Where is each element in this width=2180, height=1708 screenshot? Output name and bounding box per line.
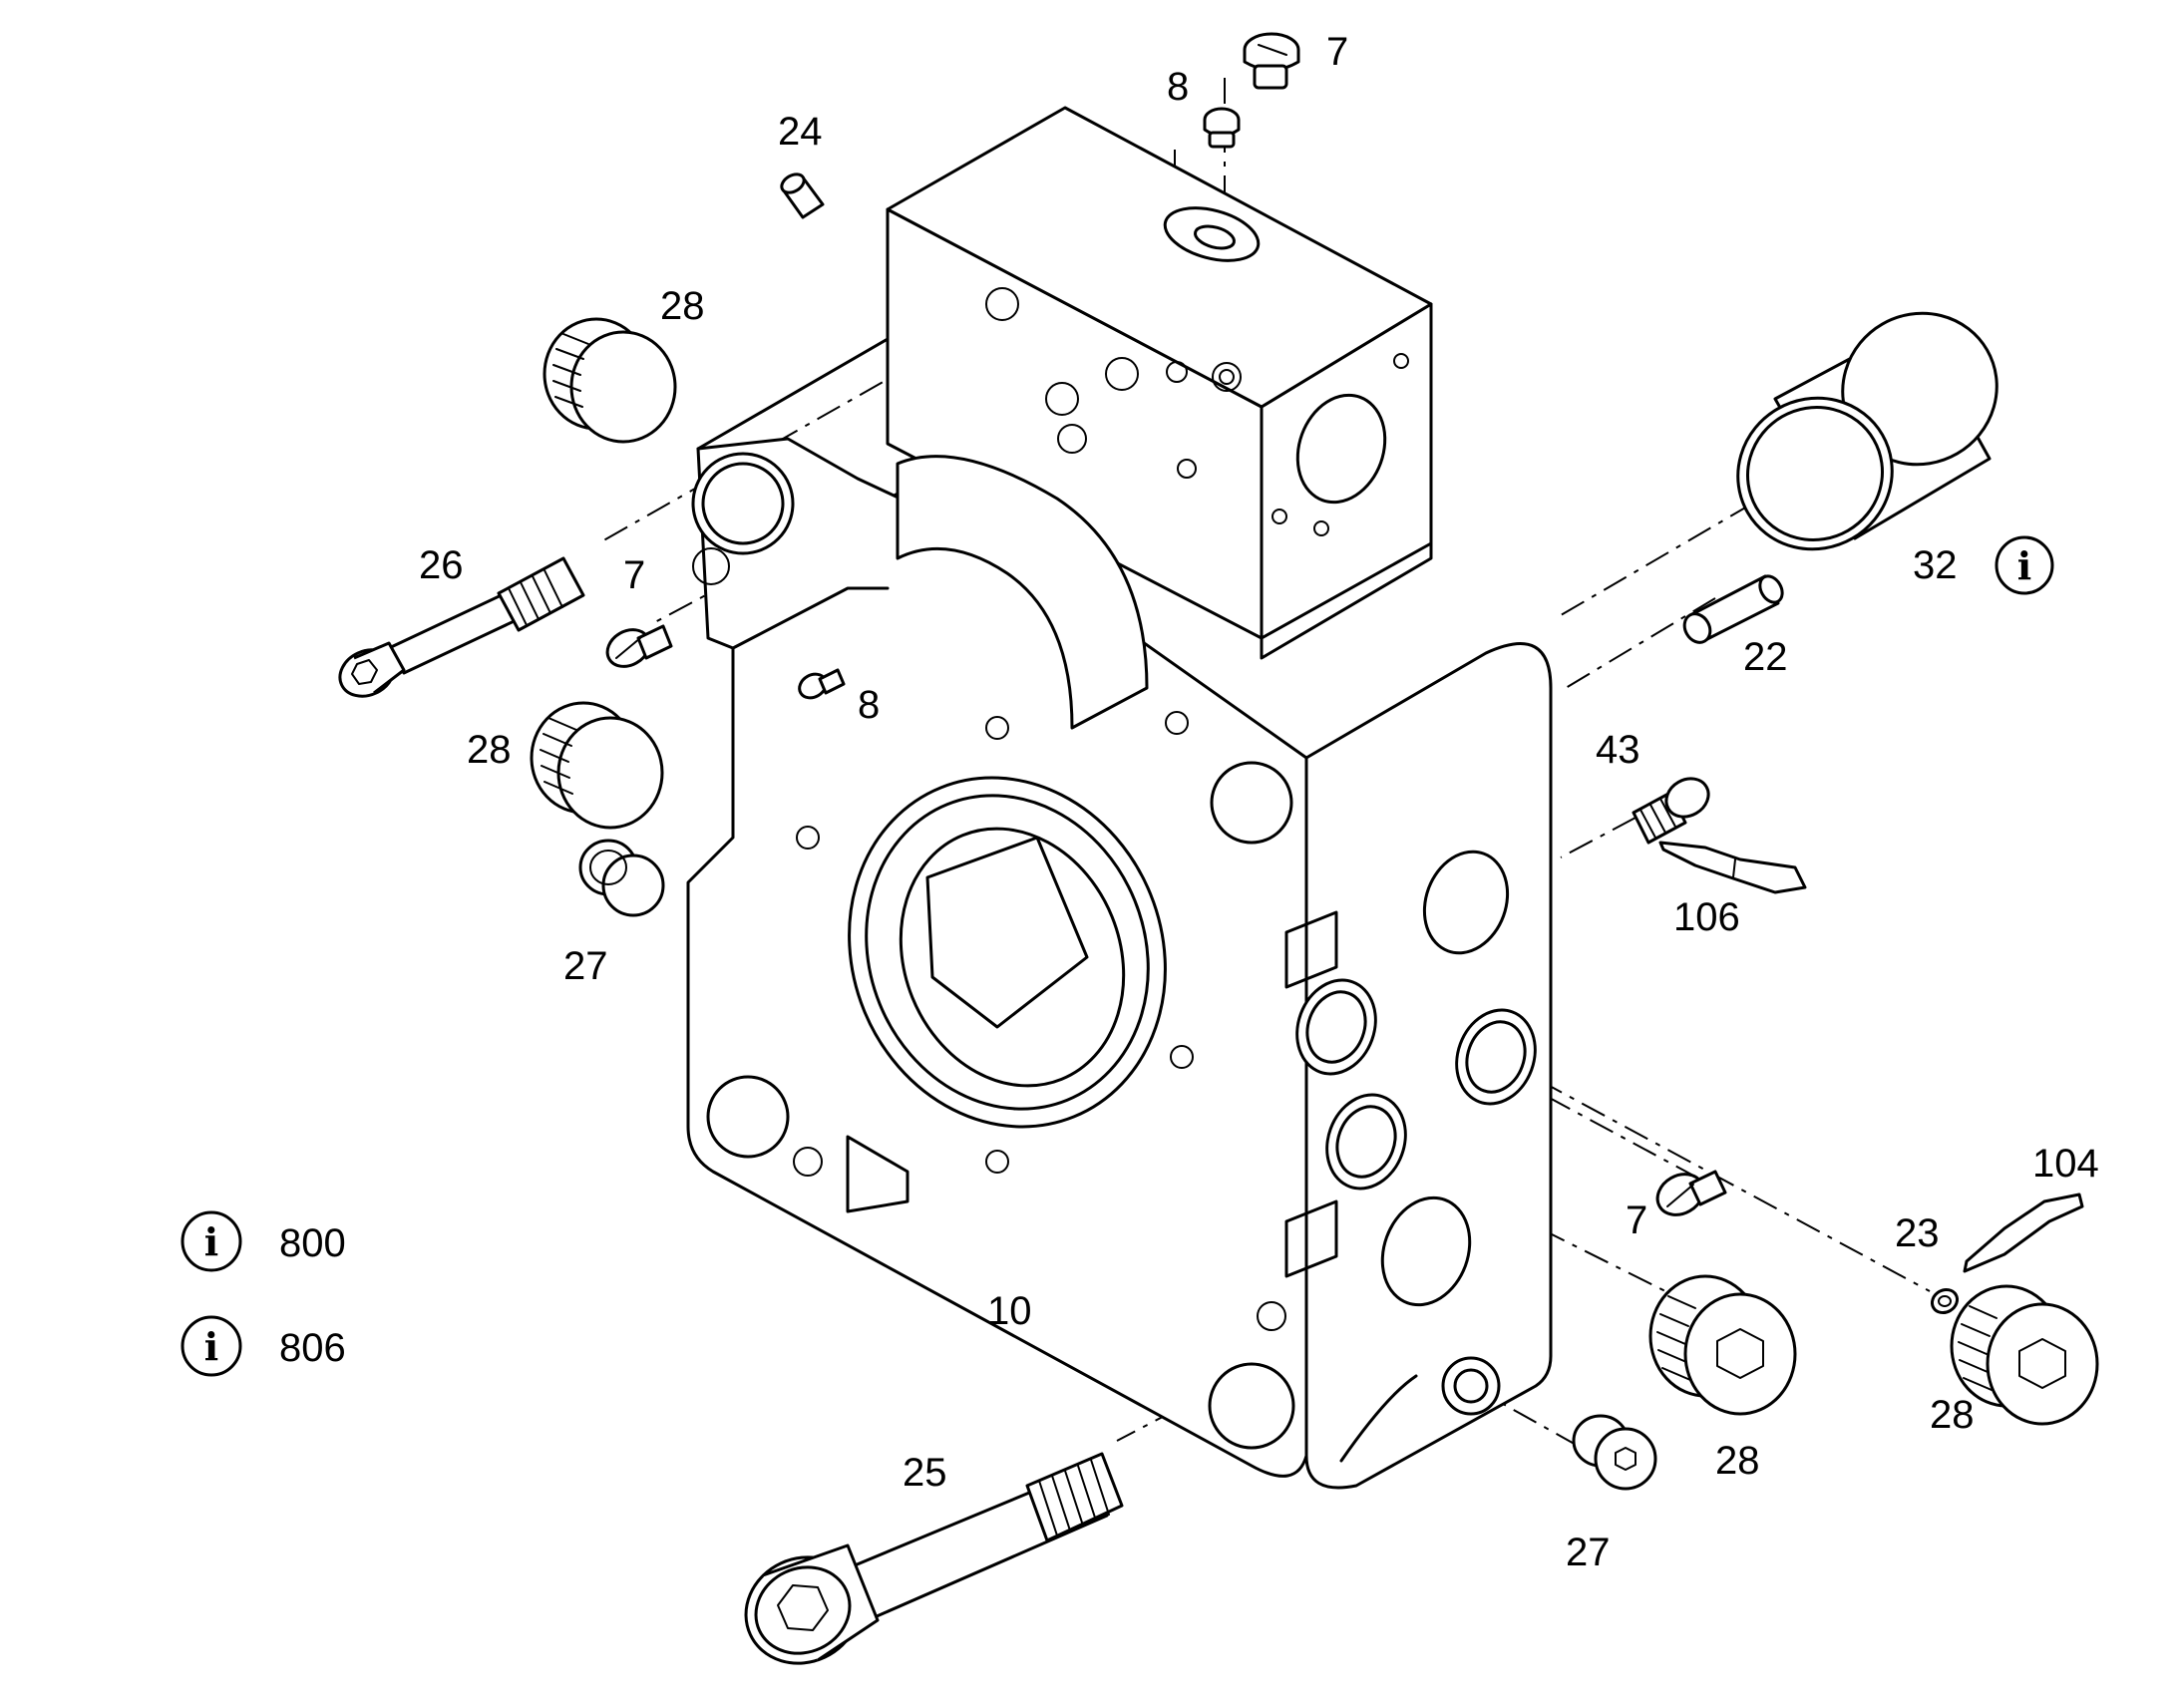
part-32-sleeve <box>1736 311 1998 551</box>
part-7-right-screw <box>1655 1170 1727 1216</box>
info-icon-32: i <box>1995 535 2054 595</box>
part-8-mid-screw <box>798 668 846 700</box>
part-27-plug-bottom <box>1572 1414 1657 1491</box>
part-27-plug-left <box>578 839 665 917</box>
part-26-long-bolt <box>338 556 585 698</box>
part-7-left-screw <box>605 624 673 668</box>
callout-43: 43 <box>1596 728 1640 772</box>
part-28-plug-c <box>1648 1274 1797 1416</box>
callout-labels: 7 8 24 28 26 7 8 28 27 32 22 43 106 7 10… <box>419 30 2099 1574</box>
callout-106: 106 <box>1673 895 1740 939</box>
callout-25: 25 <box>903 1451 947 1495</box>
part-106-tube <box>1658 841 1807 894</box>
callout-7-right: 7 <box>1626 1198 1647 1242</box>
valve-housing <box>686 106 1553 1490</box>
callout-26: 26 <box>419 543 464 587</box>
callout-28-a: 28 <box>660 284 705 328</box>
svg-text:i: i <box>204 1324 218 1369</box>
part-28-plug-b <box>530 701 664 830</box>
info-icon: i <box>181 1210 242 1272</box>
info-ref-number: 800 <box>279 1221 346 1265</box>
part-28-plug-a <box>543 317 677 444</box>
info-ref-800: i 800 <box>181 1210 346 1272</box>
callout-7-left: 7 <box>623 553 645 597</box>
part-7-top-screw <box>1243 32 1300 90</box>
callout-28-d: 28 <box>1930 1393 1975 1437</box>
part-43-screw <box>1632 777 1710 845</box>
svg-text:i: i <box>204 1219 218 1264</box>
part-25-large-bolt <box>744 1452 1124 1665</box>
info-ref-806: i 806 <box>181 1315 346 1377</box>
part-8-top-screw <box>1203 107 1241 149</box>
part-22-pin <box>1682 574 1784 644</box>
callout-104: 104 <box>2032 1142 2099 1186</box>
part-23-pin <box>1930 1287 1960 1315</box>
svg-text:i: i <box>2017 543 2031 588</box>
callout-22: 22 <box>1743 635 1788 679</box>
part-104-tube <box>1963 1193 2084 1273</box>
callout-32: 32 <box>1913 543 1958 587</box>
callout-24: 24 <box>778 110 823 154</box>
callout-10: 10 <box>987 1289 1032 1333</box>
info-icon: i <box>181 1315 242 1377</box>
callout-8-top: 8 <box>1167 65 1189 109</box>
callout-27-bottom: 27 <box>1566 1531 1611 1574</box>
callout-8-mid: 8 <box>858 683 880 727</box>
info-ref-number: 806 <box>279 1326 346 1370</box>
part-24-pin <box>780 172 825 219</box>
callout-7-top: 7 <box>1326 30 1348 74</box>
callout-28-c: 28 <box>1715 1439 1760 1483</box>
callout-28-b: 28 <box>467 728 512 772</box>
part-28-plug-d <box>1950 1284 2099 1426</box>
callout-27-left: 27 <box>563 944 608 988</box>
callout-23: 23 <box>1895 1211 1940 1255</box>
